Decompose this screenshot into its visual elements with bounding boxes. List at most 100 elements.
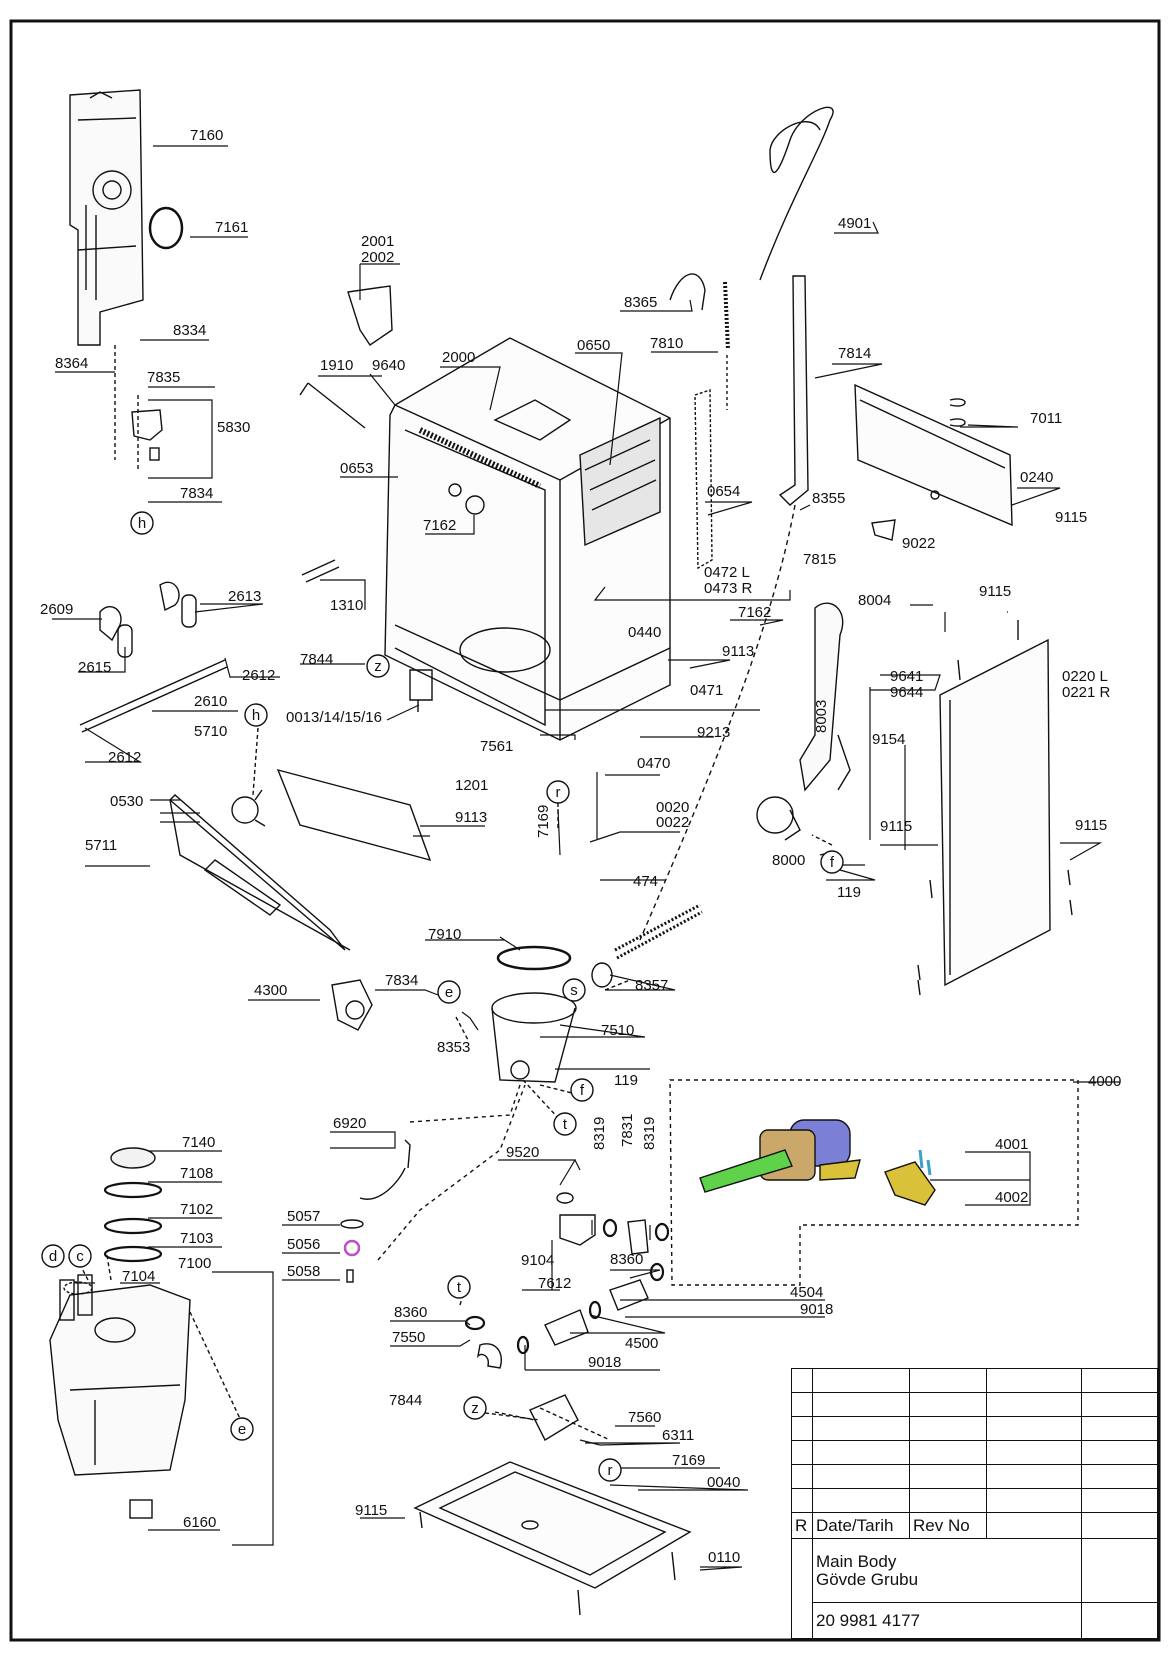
callout-7814: 7814 <box>838 345 871 362</box>
title-turkish: Gövde Grubu <box>816 1569 919 1589</box>
connector-z1: z <box>366 654 390 678</box>
part-8357-seal <box>591 962 613 988</box>
part-5057-ring <box>340 1219 364 1229</box>
callout-0473: 0473 R <box>704 580 753 597</box>
callout-2615: 2615 <box>78 659 111 676</box>
callout-7169b: 7169 <box>672 1452 705 1469</box>
part-7815-dash <box>639 504 796 941</box>
part-4901-cable <box>759 106 834 281</box>
part-2613-cover <box>181 594 197 628</box>
rev-column-label: R <box>791 1512 813 1539</box>
callout-0110: 0110 <box>708 1549 740 1566</box>
callout-8319b: 8319 <box>641 1117 658 1150</box>
callout-0470: 0470 <box>637 755 670 772</box>
callout-4002: 4002 <box>995 1189 1028 1206</box>
callout-0240: 0240 <box>1020 469 1053 486</box>
part-2609-handle <box>99 606 122 642</box>
part-9520-ring <box>556 1192 574 1204</box>
callout-5830: 5830 <box>217 419 250 436</box>
connector-e1: e <box>437 980 461 1004</box>
callout-7104: 7104 <box>122 1268 155 1285</box>
part-6920-sensor <box>359 1139 411 1200</box>
callout-0013: 0013/14/15/16 <box>286 709 382 726</box>
part-4504-hose <box>609 1279 649 1311</box>
part-9104-valve <box>559 1214 596 1246</box>
part-7510-sump <box>491 992 577 1083</box>
callout-1310: 1310 <box>330 597 363 614</box>
callout-8004: 8004 <box>858 592 891 609</box>
part-9022-hinge <box>871 519 896 541</box>
part-7011-clip <box>949 398 966 427</box>
callout-7550: 7550 <box>392 1329 425 1346</box>
part-8004-lower-duct <box>799 602 851 792</box>
title-block: R Date/Tarih Rev No Main Body Gövde Grub… <box>791 1368 1158 1639</box>
callout-5056: 5056 <box>287 1236 320 1253</box>
part-2610-rail <box>79 659 228 733</box>
callout-6311: 6311 <box>662 1427 694 1444</box>
callout-9113b: 9113 <box>455 809 487 826</box>
callout-2002: 2002 <box>361 249 394 266</box>
part-7160-softener-panel <box>69 89 144 346</box>
callout-2612b: 2612 <box>108 749 141 766</box>
callout-4000: 4000 <box>1088 1073 1121 1090</box>
connector-t2: t <box>447 1275 471 1299</box>
callout-8319a: 8319 <box>591 1117 608 1150</box>
part-9115-screw-bottom <box>419 1511 423 1529</box>
part-7550-elbow <box>476 1343 502 1369</box>
title-english: Main Body <box>816 1551 897 1571</box>
date-label: Date/Tarih <box>812 1512 910 1539</box>
part-8365-clip <box>669 273 706 311</box>
callout-0022: 0022 <box>656 814 689 831</box>
part-4000-frame <box>669 1079 1079 1286</box>
svg-text:h: h <box>138 515 146 532</box>
part-7108-gasket <box>103 1181 163 1199</box>
callout-2610: 2610 <box>194 693 227 710</box>
connector-s1: s <box>562 978 586 1002</box>
callout-9213: 9213 <box>697 724 730 741</box>
callout-1910: 1910 <box>320 357 353 374</box>
callout-0472: 0472 L <box>704 564 750 581</box>
part-4300-drain-pump <box>331 979 373 1031</box>
callout-8364: 8364 <box>55 355 88 372</box>
svg-text:z: z <box>471 1400 479 1417</box>
callout-4504: 4504 <box>790 1284 823 1301</box>
part-0220-side-panel <box>939 638 1051 987</box>
part-4000-wash-pump <box>699 1119 861 1193</box>
connector-r2: r <box>598 1458 622 1482</box>
part-7161-gasket <box>148 206 184 250</box>
svg-text:f: f <box>830 854 835 871</box>
callout-9640: 9640 <box>372 357 405 374</box>
callout-0221: 0221 R <box>1062 684 1111 701</box>
callout-7140: 7140 <box>182 1134 215 1151</box>
callout-7561: 7561 <box>480 738 513 755</box>
callout-9018b: 9018 <box>588 1354 621 1371</box>
callout-9520: 9520 <box>506 1144 539 1161</box>
callout-8357: 8357 <box>635 977 668 994</box>
callout-7831: 7831 <box>619 1114 636 1147</box>
part-1310-strip <box>301 559 340 583</box>
callout-5057: 5057 <box>287 1208 320 1225</box>
callout-5058: 5058 <box>287 1263 320 1280</box>
callout-1201: 1201 <box>455 777 488 794</box>
svg-text:t: t <box>457 1279 462 1296</box>
svg-text:e: e <box>238 1421 246 1438</box>
leader-lines <box>52 145 1120 1571</box>
callout-9115e: 9115 <box>355 1502 387 1519</box>
part-1910-rail <box>299 382 366 429</box>
callout-4500: 4500 <box>625 1335 658 1352</box>
callout-7810: 7810 <box>650 335 683 352</box>
callout-0650: 0650 <box>577 337 610 354</box>
part-7102-gasket <box>103 1217 163 1235</box>
callout-7161: 7161 <box>215 219 248 236</box>
svg-text:t: t <box>563 1116 568 1133</box>
part-5056-cap <box>343 1239 361 1257</box>
callout-474: 474 <box>633 873 658 890</box>
connector-t1: t <box>553 1112 577 1136</box>
callout-9154: 9154 <box>872 731 905 748</box>
svg-text:f: f <box>580 1082 585 1099</box>
svg-text:e: e <box>445 984 453 1001</box>
part-6160-plug <box>129 1499 153 1519</box>
part-8319-clamp-a <box>602 1218 618 1238</box>
svg-text:r: r <box>608 1462 613 1479</box>
callout-0020: 0020 <box>656 799 689 816</box>
